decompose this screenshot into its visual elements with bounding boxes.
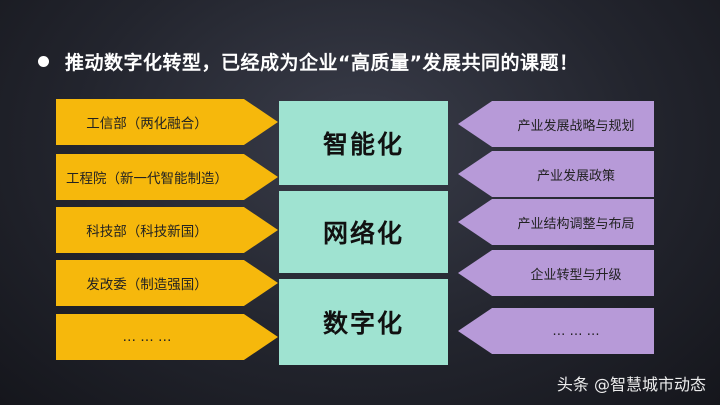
right-arrow-label: 产业发展战略与规划	[517, 118, 635, 134]
left-arrow-label: 发改委（制造强国）	[86, 277, 208, 293]
left-arrow-4: 发改委（制造强国）	[56, 260, 278, 306]
right-arrow-label: 产业发展政策	[536, 168, 615, 184]
center-box-label: 数字化	[322, 309, 404, 338]
right-arrow-1: 产业发展战略与规划	[458, 101, 654, 147]
left-arrow-3: 科技部（科技新国）	[56, 207, 278, 253]
right-arrow-4: 企业转型与升级	[458, 250, 654, 296]
left-arrow-label: 科技部（科技新国）	[86, 224, 208, 240]
left-arrow-5: … … …	[56, 314, 278, 360]
left-arrow-label: … … …	[122, 329, 172, 345]
left-arrow-label: 工信部（两化融合）	[86, 116, 208, 132]
watermark: 头条 @智慧城市动态	[556, 375, 706, 394]
right-arrow-3: 产业结构调整与布局	[458, 199, 654, 245]
right-arrow-label: 企业转型与升级	[530, 267, 622, 283]
center-box-label: 网络化	[322, 219, 404, 248]
left-arrow-1: 工信部（两化融合）	[56, 99, 278, 145]
center-box-digital: 数字化	[279, 279, 448, 365]
center-box-intelligent: 智能化	[279, 101, 448, 185]
center-box-label: 智能化	[322, 130, 404, 159]
bullet-icon	[38, 55, 49, 67]
right-arrow-5: … … …	[458, 308, 654, 354]
left-arrow-label: 工程院（新一代智能制造）	[66, 171, 228, 187]
right-arrow-label: … … …	[552, 323, 600, 339]
headline-text: 推动数字化转型，已经成为企业“高质量”发展共同的课题！	[65, 51, 579, 74]
right-arrow-label: 产业结构调整与布局	[517, 216, 635, 232]
headline: 推动数字化转型，已经成为企业“高质量”发展共同的课题！	[38, 46, 578, 76]
right-arrow-2: 产业发展政策	[458, 151, 654, 197]
left-arrow-2: 工程院（新一代智能制造）	[56, 154, 278, 200]
center-box-networked: 网络化	[279, 191, 448, 273]
